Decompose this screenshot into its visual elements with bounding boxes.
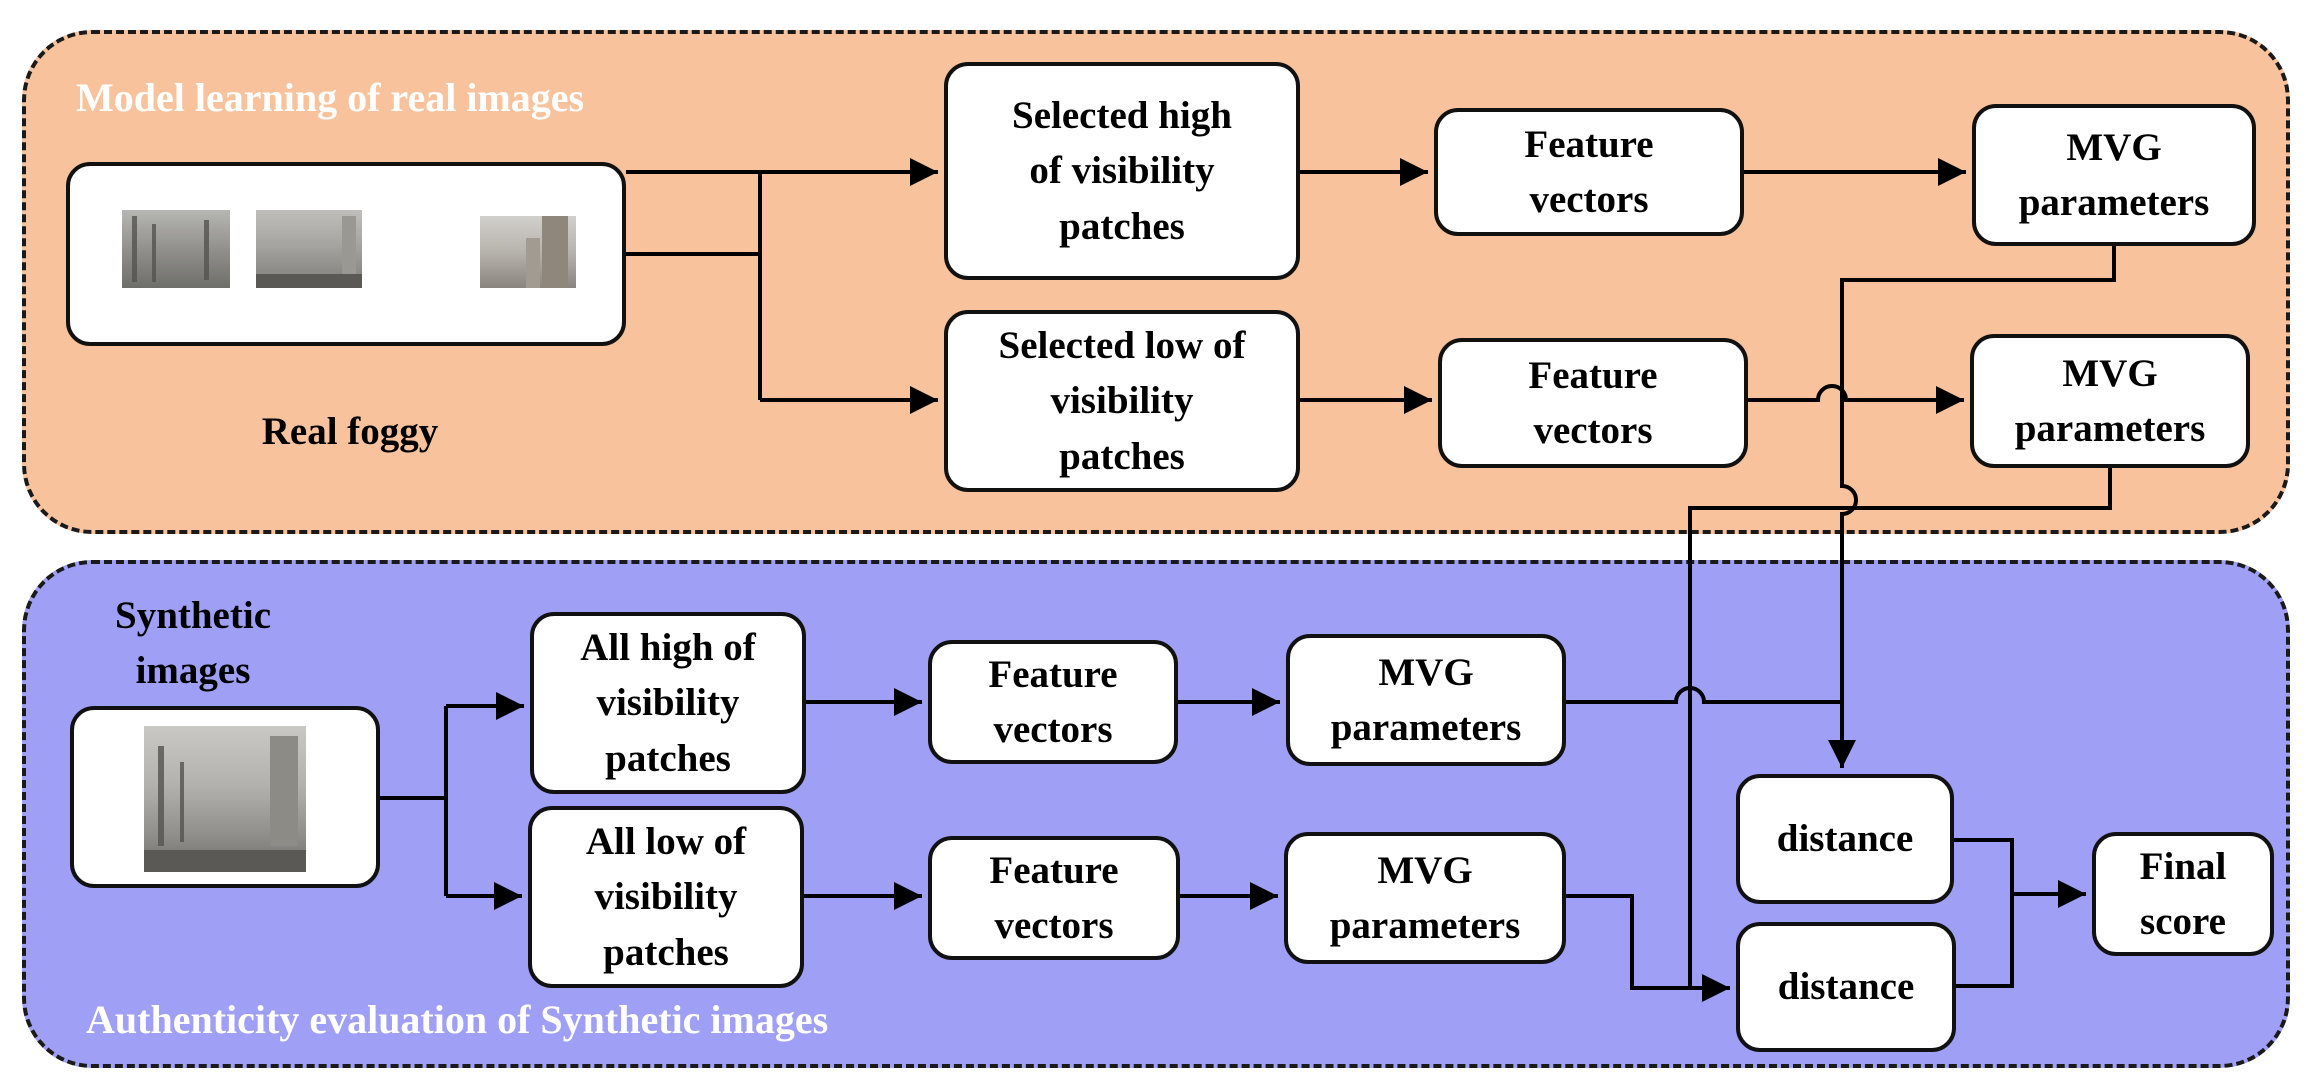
- wire-mvg-real-high-down: [1828, 246, 2116, 768]
- real-foggy-label: Real foggy: [261, 410, 439, 453]
- real-foggy-images-panel: [66, 162, 626, 346]
- top-region-title: Model learning of real images: [76, 75, 585, 120]
- wire-syn-split: [380, 706, 448, 896]
- wire-real-split-trunk: [626, 172, 762, 400]
- real-low-mvg-parameters-box: MVG parameters: [1970, 334, 2250, 468]
- final-score-box: Final score: [2092, 832, 2274, 956]
- foggy-street-thumbnail: [122, 210, 230, 288]
- real-low-feature-vectors-box: Feature vectors: [1438, 338, 1748, 468]
- synthetic-foggy-thumbnail: [144, 726, 306, 872]
- wire-distance2-to-final: [1956, 894, 2014, 988]
- all-high-visibility-patches-box: All high of visibility patches: [530, 612, 806, 794]
- synthetic-images-label: Synthetic images: [115, 594, 271, 693]
- foggy-road-thumbnail: [256, 210, 362, 288]
- wire-mvg-syn-high-to-junction: [1566, 686, 1842, 704]
- bottom-region-title: Authenticity evaluation of Synthetic ima…: [86, 997, 829, 1042]
- distance-low-box: distance: [1736, 922, 1956, 1052]
- wire-distance1-to-final: [1954, 838, 2014, 894]
- foggy-city-thumbnail: [480, 216, 576, 288]
- wire-fv-to-mvg-low: [1748, 384, 1964, 414]
- wire-mvg-real-low-down: [1688, 468, 2112, 1002]
- selected-high-visibility-patches-box: Selected high of visibility patches: [944, 62, 1300, 280]
- all-low-visibility-patches-box: All low of visibility patches: [528, 806, 804, 988]
- real-high-feature-vectors-box: Feature vectors: [1434, 108, 1744, 236]
- real-high-mvg-parameters-box: MVG parameters: [1972, 104, 2256, 246]
- synthetic-high-mvg-parameters-box: MVG parameters: [1286, 634, 1566, 766]
- synthetic-image-panel: [70, 706, 380, 888]
- selected-low-visibility-patches-box: Selected low of visibility patches: [944, 310, 1300, 492]
- synthetic-high-feature-vectors-box: Feature vectors: [928, 640, 1178, 764]
- synthetic-low-mvg-parameters-box: MVG parameters: [1284, 832, 1566, 964]
- synthetic-low-feature-vectors-box: Feature vectors: [928, 836, 1180, 960]
- wire-mvg-syn-low-to-distance: [1566, 894, 1690, 990]
- distance-high-box: distance: [1736, 774, 1954, 904]
